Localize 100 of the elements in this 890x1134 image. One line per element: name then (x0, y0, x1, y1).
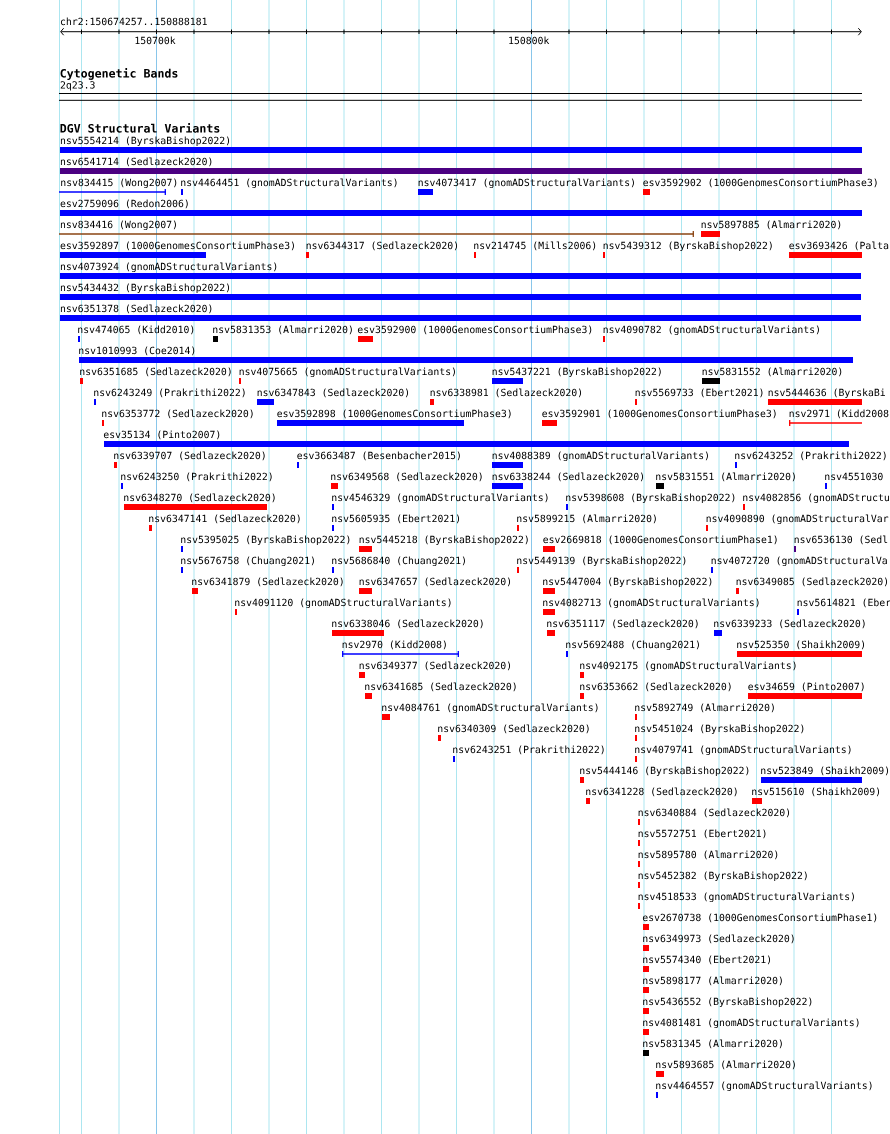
tick-label: 150700k (135, 36, 176, 45)
variant-label: nsv525350 (Shaikh2009) (737, 640, 865, 650)
variant-label: nsv5434432 (ByrskaBishop2022) (60, 283, 230, 294)
variant-label: nsv5831353 (Almarri2020) (213, 325, 352, 335)
variant-label: nsv6340309 (Sedlazeck2020) (438, 724, 589, 734)
variant-label: nsv474065 (Kidd2010) (78, 325, 194, 335)
variant-label: nsv4079741 (gnomADStructuralVariants) (635, 745, 851, 756)
variant-label: nsv4091120 (gnomADStructuralVariants) (235, 598, 451, 609)
variant-label: nsv5452382 (ByrskaBishop2022) (638, 871, 807, 882)
variant-label: nsv4090890 (gnomADStructuralVar (706, 514, 889, 525)
variant-label: esv35134 (Pinto2007) (103, 430, 220, 440)
variant-label: esv3693426 (Palta (789, 241, 889, 251)
variant-label: esv3592902 (1000GenomesConsortiumPhase3) (643, 178, 877, 188)
track-title: DGV Structural Variants (60, 123, 220, 133)
variant-label: nsv4073417 (gnomADStructuralVariants) (418, 178, 634, 189)
variant-label: nsv5451024 (ByrskaBishop2022) (635, 724, 804, 735)
variant-label: nsv4464557 (gnomADStructuralVariants) (656, 1081, 872, 1092)
variant-label: nsv6353772 (Sedlazeck2020) (102, 409, 253, 419)
variant-label: nsv5895780 (Almarri2020) (638, 850, 778, 860)
variant-label: nsv5692488 (Chuang2021) (566, 640, 699, 651)
variant-label: nsv5572751 (Ebert2021) (638, 829, 766, 839)
variant-label: nsv5676758 (Chuang2021) (181, 556, 314, 567)
variant-label: nsv6341685 (Sedlazeck2020) (365, 682, 516, 692)
variant-label: nsv523849 (Shaikh2009) (761, 766, 889, 776)
variant-label: nsv2970 (Kidd2008) (342, 640, 446, 650)
variant-label: nsv6338046 (Sedlazeck2020) (332, 619, 483, 629)
variant-label: esv34659 (Pinto2007) (748, 682, 864, 692)
variant-label: nsv4072720 (gnomADStructuralVa (711, 556, 887, 567)
variant-label: nsv4075665 (gnomADStructuralVariants) (239, 367, 455, 378)
variant-label: nsv5445218 (ByrskaBishop2022) (359, 535, 528, 546)
coordinate-label: chr2:150674257..150888181 (60, 17, 207, 26)
variant-label: nsv4551030 (825, 472, 883, 481)
variant-label: nsv5899215 (Almarri2020) (517, 514, 656, 524)
variant-label: nsv5831552 (Almarri2020) (702, 367, 842, 377)
variant-label: nsv4073924 (gnomADStructuralVariants) (60, 262, 277, 273)
variant-label: nsv834415 (Wong2007) (61, 178, 177, 189)
variant-label: nsv5447004 (ByrskaBishop2022) (543, 577, 712, 588)
variant-label: nsv4082713 (gnomADStructuralVariants) (543, 598, 759, 609)
variant-label: nsv6243249 (Prakrithi2022) (94, 388, 245, 398)
variant-label: nsv1010993 (Coe2014) (79, 346, 195, 356)
variant-label: nsv5605935 (Ebert2021) (332, 514, 460, 524)
variant-label: nsv4081481 (gnomADStructuralVariants) (643, 1018, 859, 1029)
variant-label: nsv4092175 (gnomADStructuralVariants) (580, 661, 796, 672)
variant-label: nsv834416 (Wong2007) (60, 220, 176, 231)
variant-label: nsv6340884 (Sedlazeck2020) (638, 808, 790, 818)
variant-label: nsv6243251 (Prakrithi2022) (453, 745, 604, 755)
variant-label: esv3592898 (1000GenomesConsortiumPhase3) (277, 409, 511, 419)
variant-label: nsv6353662 (Sedlazeck2020) (580, 682, 731, 692)
variant-label: nsv5395025 (ByrskaBishop2022) (181, 535, 350, 546)
variant-label: esv2759096 (Redon2006) (60, 199, 188, 209)
variant-label: nsv6349377 (Sedlazeck2020) (359, 661, 511, 671)
variant-label: nsv5831345 (Almarri2020) (643, 1039, 782, 1049)
variant-label: nsv6243250 (Prakrithi2022) (121, 472, 272, 482)
variant-label: nsv6347141 (Sedlazeck2020) (149, 514, 300, 524)
variant-label: nsv5574340 (Ebert2021) (643, 955, 771, 965)
variant-label: nsv6348270 (Sedlazeck2020) (124, 493, 275, 503)
variant-label: nsv5437221 (ByrskaBishop2022) (492, 367, 661, 378)
variant-label: nsv6338981 (Sedlazeck2020) (430, 388, 582, 398)
variant-label: nsv5444146 (ByrskaBishop2022) (580, 766, 749, 777)
band-label: 2q23.3 (60, 81, 95, 91)
variant-label: nsv6536130 (Sedl (794, 535, 888, 545)
variant-label: nsv6347843 (Sedlazeck2020) (257, 388, 409, 398)
variant-label: esv3663487 (Besenbacher2015) (297, 451, 460, 461)
variant-label: esv3592900 (1000GenomesConsortiumPhase3) (357, 325, 592, 335)
variant-label: nsv6349973 (Sedlazeck2020) (643, 934, 794, 944)
variant-label: nsv6338244 (Sedlazeck2020) (492, 472, 644, 482)
variant-label: nsv5831551 (Almarri2020) (656, 472, 795, 482)
variant-label: nsv6351117 (Sedlazeck2020) (547, 619, 698, 629)
variant-label: nsv6349568 (Sedlazeck2020) (331, 472, 482, 482)
variant-label: nsv5892749 (Almarri2020) (635, 703, 774, 713)
variant-label: nsv5614821 (Eber (797, 598, 890, 608)
variant-label: esv3592897 (1000GenomesConsortiumPhase3) (60, 241, 294, 251)
variant-label: nsv4090782 (gnomADStructuralVariants) (603, 325, 819, 336)
variant-label: nsv5439312 (ByrskaBishop2022) (603, 241, 772, 252)
variant-label: nsv4518533 (gnomADStructuralVariants) (638, 892, 854, 903)
variant-label: nsv6349085 (Sedlazeck2020) (736, 577, 888, 587)
variant-label: nsv4546329 (gnomADStructuralVariants) (332, 493, 548, 504)
variant-label: nsv5898177 (Almarri2020) (643, 976, 782, 986)
variant-label: nsv6347657 (Sedlazeck2020) (359, 577, 511, 587)
variant-label: nsv5686840 (Chuang2021) (332, 556, 465, 567)
tick-label: 150800k (509, 36, 550, 45)
variant-label: nsv6344317 (Sedlazeck2020) (306, 241, 458, 251)
variant-label: nsv6541714 (Sedlazeck2020) (60, 157, 212, 167)
variant-label: nsv6243252 (Prakrithi2022) (735, 451, 886, 461)
variant-label: nsv6351378 (Sedlazeck2020) (60, 304, 212, 314)
variant-label: nsv4464451 (gnomADStructuralVariants) (181, 178, 397, 189)
variant-label: nsv4082856 (gnomADStructu (743, 493, 889, 504)
variant-label: nsv5444636 (ByrskaBi (768, 388, 885, 399)
variant-label: nsv5436552 (ByrskaBishop2022) (643, 997, 812, 1008)
variant-label: nsv6341879 (Sedlazeck2020) (192, 577, 343, 587)
variant-label: nsv2971 (Kidd2008 (789, 409, 889, 419)
variant-label: nsv5554214 (ByrskaBishop2022) (60, 136, 230, 147)
variant-label: nsv4084761 (gnomADStructuralVariants) (382, 703, 598, 714)
variant-label: nsv6339233 (Sedlazeck2020) (714, 619, 865, 629)
variant-label: nsv5897885 (Almarri2020) (701, 220, 841, 230)
variant-label: nsv5893685 (Almarri2020) (656, 1060, 795, 1070)
variant-label: nsv6351685 (Sedlazeck2020) (80, 367, 231, 377)
variant-label: esv2670738 (1000GenomesConsortiumPhase1) (642, 913, 877, 923)
variant-label: nsv5569733 (Ebert2021) (635, 388, 763, 398)
variant-label: nsv4088389 (gnomADStructuralVariants) (492, 451, 708, 462)
